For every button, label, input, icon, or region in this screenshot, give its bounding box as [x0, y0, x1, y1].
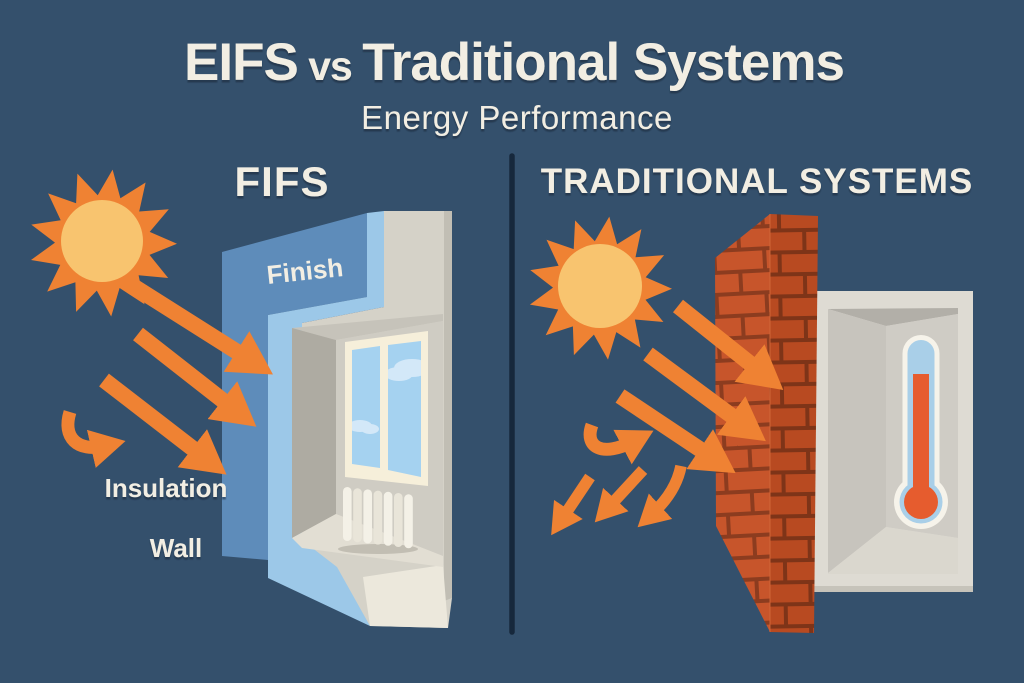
heat-arrow [673, 299, 784, 390]
eifs-wall-assembly: Finish [222, 211, 452, 628]
room-ceiling [828, 308, 958, 326]
window-pane-left [352, 346, 380, 468]
room-left-wall [828, 309, 886, 573]
cloud [361, 424, 379, 434]
heat-arrow [128, 279, 273, 375]
recess-left-reveal [292, 328, 336, 538]
page-subtitle: Energy Performance [361, 99, 673, 136]
heat-loss-arrow [637, 464, 687, 528]
heat-arrow [643, 347, 766, 442]
thermometer-icon [894, 335, 948, 529]
finish-layer [222, 213, 367, 560]
wall-right-edge [444, 211, 452, 601]
insulation-label: Insulation [105, 473, 228, 503]
mercury-column [913, 374, 929, 504]
header: EIFS vs Traditional Systems Energy Perfo… [184, 33, 845, 136]
wall-label: Wall [150, 533, 202, 563]
transmitted-heat-arrow [583, 422, 654, 465]
right-sun-and-arrows [529, 216, 784, 536]
room-floor [828, 527, 958, 574]
heat-loss-arrow [594, 466, 648, 523]
cloud [385, 367, 413, 381]
left-panel-heading: FIFS [235, 158, 330, 205]
heat-loss-arrow [551, 473, 595, 536]
page-title: EIFS vs Traditional Systems [184, 33, 844, 92]
heat-arrow [133, 327, 257, 427]
clouds [352, 359, 421, 434]
sun-core [61, 200, 143, 282]
room-frame-shadow [813, 586, 973, 592]
thermometer-bulb [904, 485, 938, 519]
sun-core [558, 244, 642, 328]
left-sun-and-arrows [31, 169, 273, 475]
wall-bottom-face [363, 565, 448, 628]
reflected-heat-arrow [61, 410, 126, 468]
room-interior [813, 291, 973, 592]
window [345, 331, 428, 486]
radiator-icon [338, 487, 418, 554]
heat-arrow [99, 373, 227, 475]
recess-top-reveal [292, 314, 443, 340]
heat-arrow [615, 389, 736, 474]
right-panel-heading: TRADITIONAL SYSTEMS [541, 162, 974, 201]
brick-wall-side-face [770, 214, 818, 633]
